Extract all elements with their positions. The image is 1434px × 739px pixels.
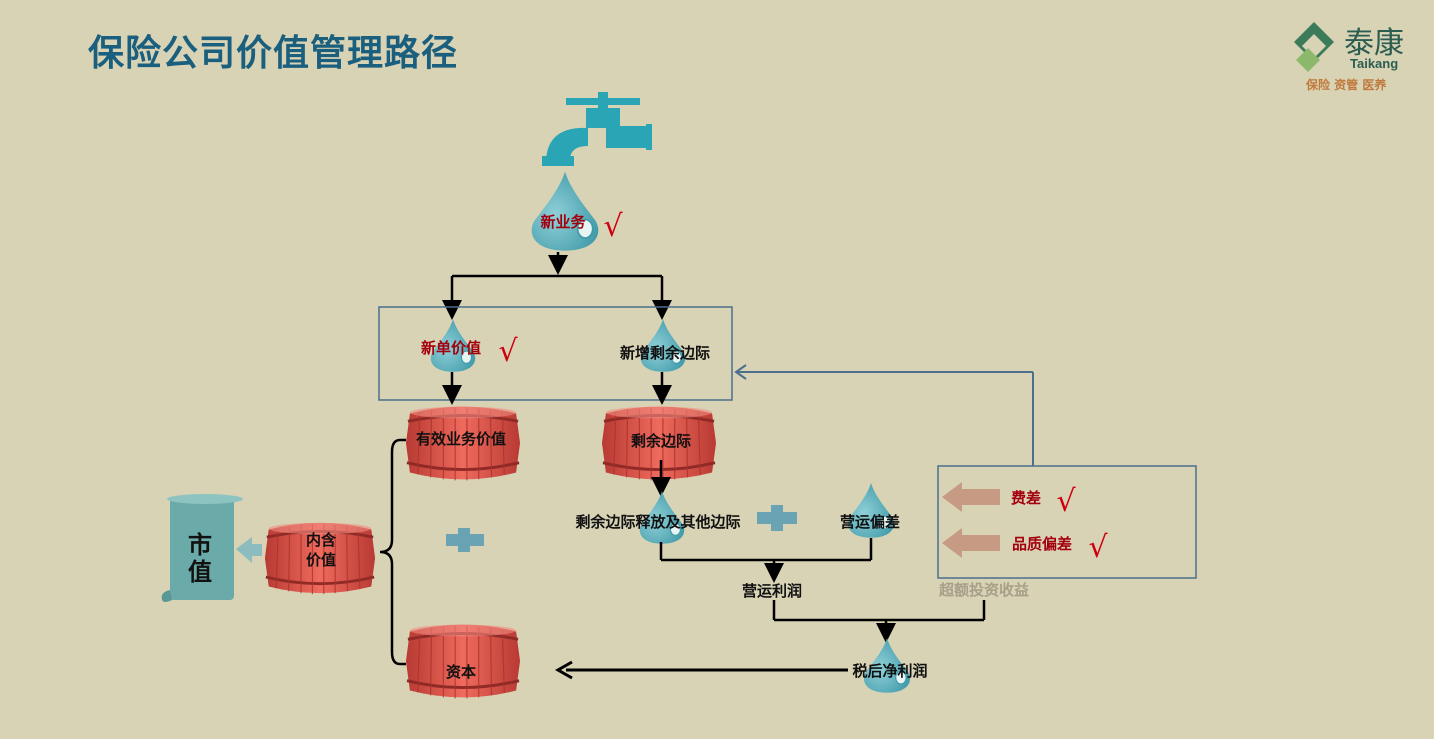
new-business-label: 新业务 [540, 213, 586, 231]
page-title: 保险公司价值管理路径 [88, 33, 459, 74]
market-value-scroll-icon [161, 494, 243, 602]
capital-barrel-icon [404, 623, 522, 700]
logo-name: 泰康 [1344, 26, 1404, 61]
plus-icon-2 [757, 505, 797, 531]
intrinsic-value-label-1: 内含 [306, 531, 337, 549]
expense-variance-label: 费差 [1011, 489, 1041, 507]
quality-variance-arrow-icon [942, 528, 1000, 558]
effective-business-value-label: 有效业务价值 [416, 430, 506, 448]
new-business-check-icon: √ [603, 209, 623, 244]
new-policy-value-label: 新单价值 [421, 339, 481, 357]
operating-deviation-label: 营运偏差 [840, 513, 900, 531]
new-business-drop-icon [530, 170, 600, 252]
new-policy-value-check-icon: √ [498, 334, 518, 369]
margin-release-label: 剩余边际释放及其他边际 [575, 513, 740, 531]
new-surplus-margin-label: 新增剩余边际 [620, 344, 710, 362]
feedback-arrow [734, 364, 1034, 466]
expense-variance-check-icon: √ [1056, 484, 1076, 519]
logo-diamond-icon [1294, 22, 1334, 72]
net-profit-label: 税后净利润 [852, 662, 927, 680]
variance-box [937, 465, 1197, 579]
new-value-box [378, 306, 733, 401]
logo-tagline: 保险 资管 医养 [1306, 78, 1387, 92]
excess-investment-return-label: 超额投资收益 [938, 581, 1029, 599]
taikang-logo: 泰康 Taikang 保险 资管 医养 [1286, 16, 1416, 96]
surplus-margin-label: 剩余边际 [631, 432, 691, 450]
market-value-label-1: 市 [188, 531, 212, 559]
brace-icon [379, 438, 406, 666]
logo-subtitle: Taikang [1350, 56, 1399, 71]
quality-variance-check-icon: √ [1088, 530, 1108, 565]
to-market-value-arrow-icon [236, 537, 262, 563]
market-value-label-2: 值 [188, 558, 212, 586]
quality-variance-label: 品质偏差 [1012, 535, 1072, 553]
expense-variance-arrow-icon [942, 482, 1000, 512]
capital-label: 资本 [446, 663, 476, 681]
intrinsic-value-label-2: 价值 [306, 551, 336, 569]
plus-icon [446, 528, 484, 552]
operating-profit-label: 营运利润 [742, 582, 802, 600]
faucet-icon [542, 92, 652, 166]
